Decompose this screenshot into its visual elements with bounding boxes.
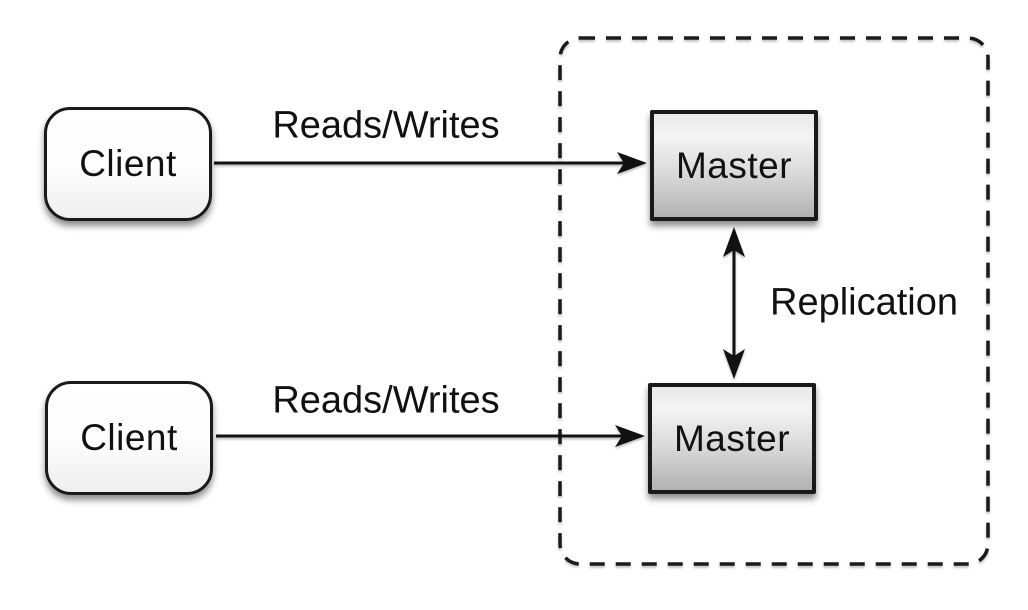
node-master-top-label: Master bbox=[675, 144, 793, 186]
node-client-top: Client bbox=[44, 107, 212, 221]
node-client-bottom-label: Client bbox=[80, 417, 178, 458]
edge-label-reads-writes-top: Reads/Writes bbox=[272, 104, 500, 147]
arrow-reads-writes-bottom bbox=[216, 425, 645, 447]
arrow-reads-writes-top bbox=[214, 152, 647, 174]
arrow-replication-twoway bbox=[723, 227, 745, 379]
arrowhead-right-icon bbox=[615, 425, 645, 447]
arrowhead-right-icon bbox=[617, 152, 647, 174]
node-master-bottom-label: Master bbox=[673, 417, 791, 459]
arrowhead-up-icon bbox=[723, 227, 745, 257]
edge-label-reads-writes-bottom: Reads/Writes bbox=[272, 379, 500, 422]
node-client-bottom: Client bbox=[45, 381, 213, 495]
node-master-bottom: Master bbox=[648, 383, 816, 494]
arrowhead-down-icon bbox=[723, 349, 745, 379]
edge-label-replication: Replication bbox=[770, 281, 958, 324]
node-client-top-label: Client bbox=[79, 143, 177, 184]
node-master-top: Master bbox=[650, 110, 818, 221]
